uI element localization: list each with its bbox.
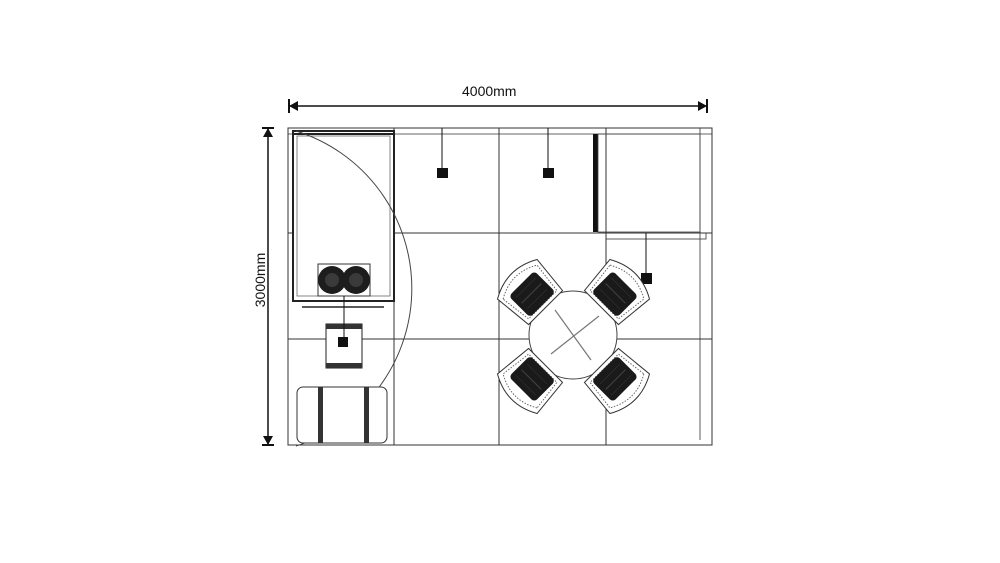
spotlight-icon [641, 273, 652, 284]
plant-planter [317, 263, 371, 297]
height-dimension-line [262, 127, 274, 446]
width-dimension-label: 4000mm [462, 83, 517, 99]
spotlight-icon [338, 337, 348, 347]
bench [296, 386, 388, 444]
counter [325, 296, 363, 369]
width-dimension-line [288, 99, 708, 113]
round-table [528, 290, 618, 380]
spotlight-icon [437, 168, 448, 178]
graphic-panel [593, 133, 701, 233]
spotlight-icon [543, 168, 554, 178]
spotlights [437, 128, 652, 284]
